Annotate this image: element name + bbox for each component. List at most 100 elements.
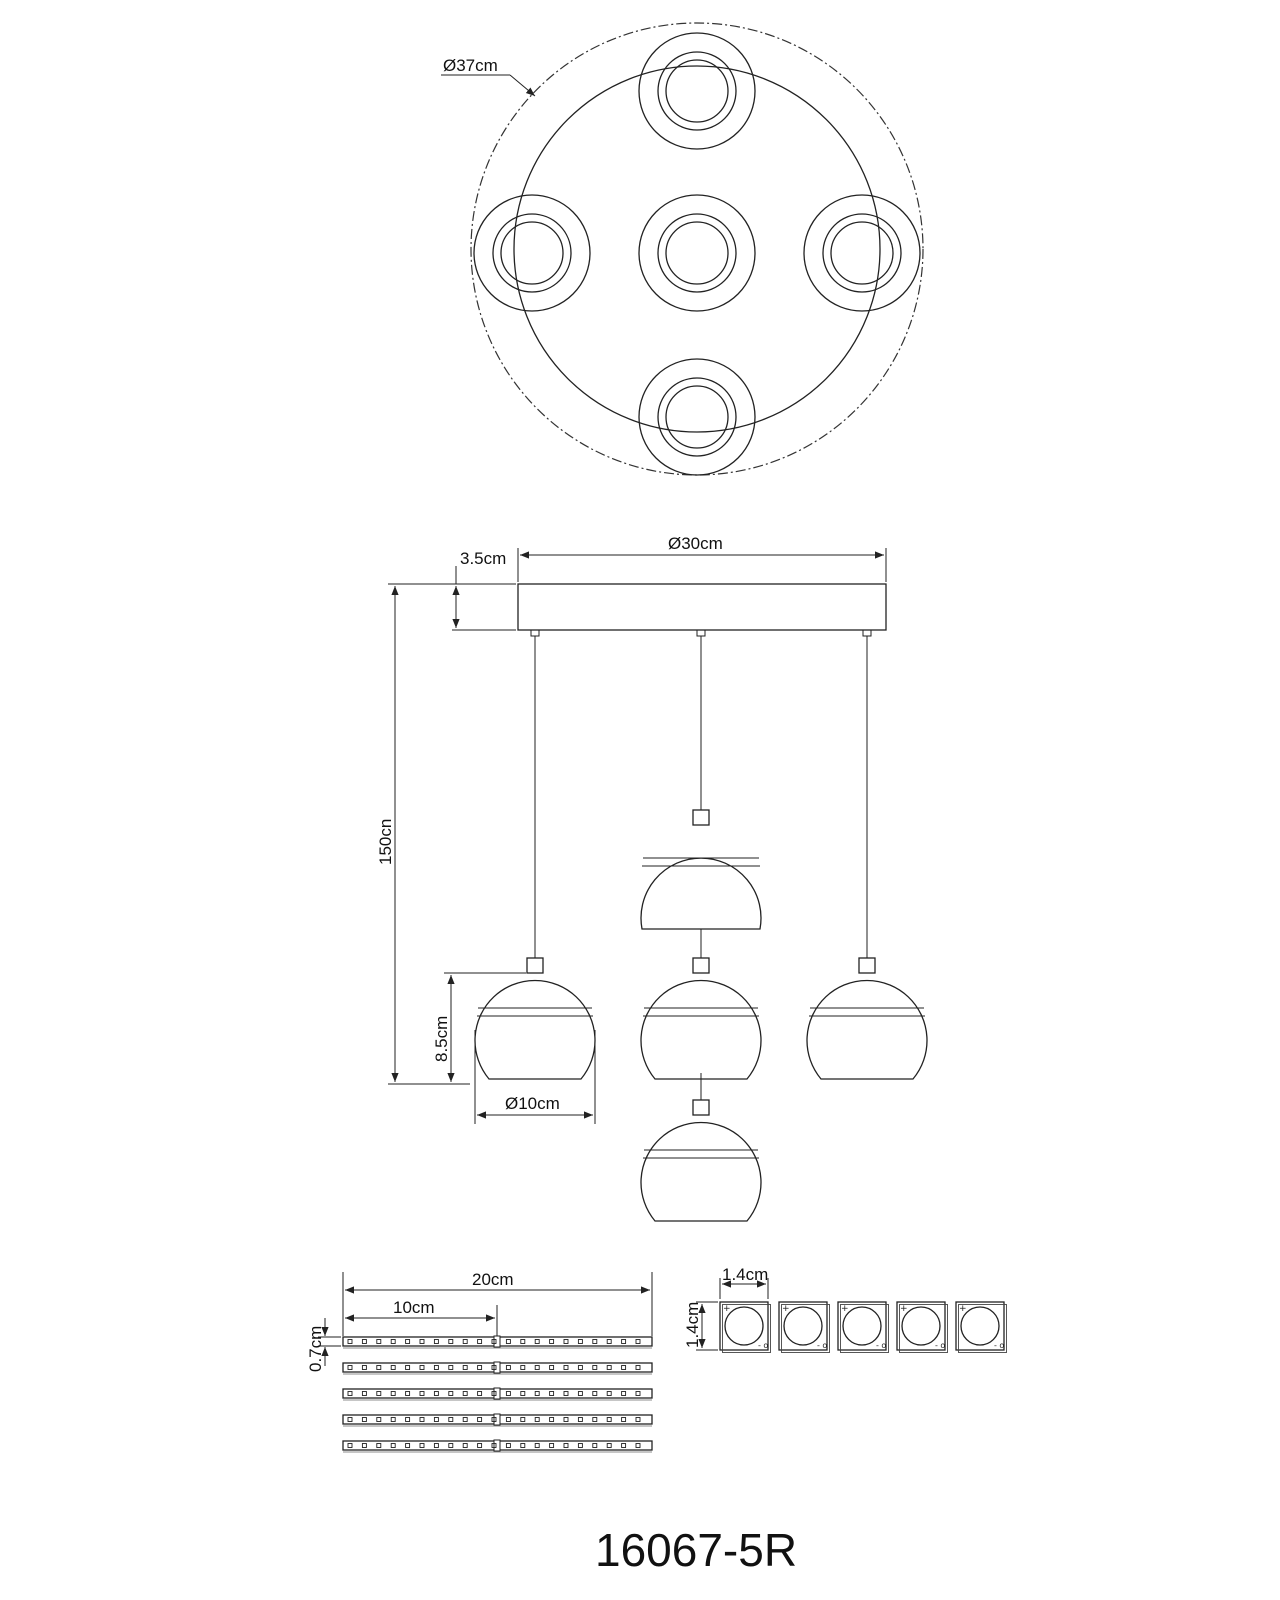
led-dot	[606, 1365, 612, 1370]
led-dot	[549, 1365, 555, 1370]
led-dot	[477, 1391, 483, 1396]
led-dot	[577, 1443, 583, 1448]
led-dot	[361, 1417, 367, 1422]
led-dot	[462, 1443, 468, 1448]
led-dot	[563, 1391, 569, 1396]
led-strip	[342, 1361, 653, 1375]
globe-center-middle	[640, 957, 762, 1080]
led-dot	[376, 1339, 382, 1344]
svg-text:+: +	[900, 1304, 908, 1314]
cable-mount-right	[862, 629, 872, 641]
led-dot	[361, 1443, 367, 1448]
svg-text:- o: - o	[817, 1341, 827, 1350]
led-dot	[592, 1339, 598, 1344]
spot-center	[638, 194, 756, 312]
led-dot	[419, 1365, 425, 1370]
led-dot	[520, 1417, 526, 1422]
led-dot	[592, 1391, 598, 1396]
led-dot	[448, 1391, 454, 1396]
led-dot	[462, 1417, 468, 1422]
led-dot	[376, 1417, 382, 1422]
svg-text:- o: - o	[994, 1341, 1004, 1350]
led-dot	[635, 1365, 641, 1370]
led-dot	[635, 1339, 641, 1344]
cable-mount-left	[530, 629, 540, 641]
led-dot	[477, 1339, 483, 1344]
led-dot	[347, 1443, 353, 1448]
led-dot	[635, 1391, 641, 1396]
led-dot	[606, 1443, 612, 1448]
led-dot	[347, 1339, 353, 1344]
led-dot	[361, 1391, 367, 1396]
led-dot	[361, 1339, 367, 1344]
led-dot	[563, 1339, 569, 1344]
led-dot	[347, 1417, 353, 1422]
led-dot	[390, 1391, 396, 1396]
led-dot	[592, 1417, 598, 1422]
led-dot	[405, 1391, 411, 1396]
led-dot	[577, 1339, 583, 1344]
led-dot	[621, 1365, 627, 1370]
led-dot	[635, 1417, 641, 1422]
chip-height-label: 1.4cm	[683, 1302, 702, 1348]
led-dot	[549, 1339, 555, 1344]
led-dot	[390, 1365, 396, 1370]
led-chip: +- o	[955, 1301, 1007, 1353]
led-dot	[491, 1443, 497, 1448]
led-dot	[390, 1443, 396, 1448]
led-dot	[448, 1443, 454, 1448]
led-dot	[376, 1391, 382, 1396]
cable-mount-center	[696, 629, 706, 641]
led-dot	[390, 1339, 396, 1344]
globe-center-top	[640, 809, 762, 930]
led-strip	[342, 1387, 653, 1401]
svg-text:- o: - o	[935, 1341, 945, 1350]
led-dot	[534, 1339, 540, 1344]
top-view: Ø37cm	[441, 22, 924, 476]
spot-left	[473, 194, 591, 312]
led-dot	[433, 1365, 439, 1370]
led-dot	[405, 1417, 411, 1422]
led-dot	[419, 1417, 425, 1422]
strip-half-length-label: 10cm	[393, 1298, 435, 1317]
led-strip	[342, 1413, 653, 1427]
led-dot	[606, 1417, 612, 1422]
led-dot	[577, 1391, 583, 1396]
led-dot	[376, 1365, 382, 1370]
led-dot	[462, 1391, 468, 1396]
led-chip: +- o	[719, 1301, 771, 1353]
led-dot	[405, 1443, 411, 1448]
led-dot	[448, 1417, 454, 1422]
led-dot	[433, 1443, 439, 1448]
led-chip: + - o	[896, 1301, 948, 1353]
led-dot	[405, 1365, 411, 1370]
svg-text:+: +	[723, 1304, 731, 1314]
led-dot	[549, 1417, 555, 1422]
led-chip: +- o	[837, 1301, 889, 1353]
plate-diameter-label: Ø30cm	[668, 534, 723, 553]
led-dot	[577, 1365, 583, 1370]
led-dot	[505, 1391, 511, 1396]
globe-right	[806, 957, 928, 1080]
canopy-diameter-label: Ø37cm	[443, 56, 498, 75]
led-dot	[405, 1339, 411, 1344]
canopy-outer-dashed	[470, 22, 924, 476]
led-dot	[563, 1365, 569, 1370]
led-dot	[491, 1365, 497, 1370]
led-dot	[462, 1365, 468, 1370]
svg-text:+: +	[782, 1304, 790, 1314]
led-dot	[433, 1391, 439, 1396]
led-dot	[606, 1391, 612, 1396]
led-dot	[621, 1443, 627, 1448]
led-dot	[477, 1365, 483, 1370]
globe-center-bottom	[640, 1099, 762, 1222]
led-dot	[520, 1365, 526, 1370]
led-dot	[477, 1417, 483, 1422]
led-dot	[505, 1443, 511, 1448]
led-dot	[549, 1443, 555, 1448]
led-dot	[433, 1339, 439, 1344]
led-dot	[376, 1443, 382, 1448]
chip-width-label: 1.4cm	[722, 1265, 768, 1284]
led-dot	[505, 1417, 511, 1422]
led-dot	[477, 1443, 483, 1448]
